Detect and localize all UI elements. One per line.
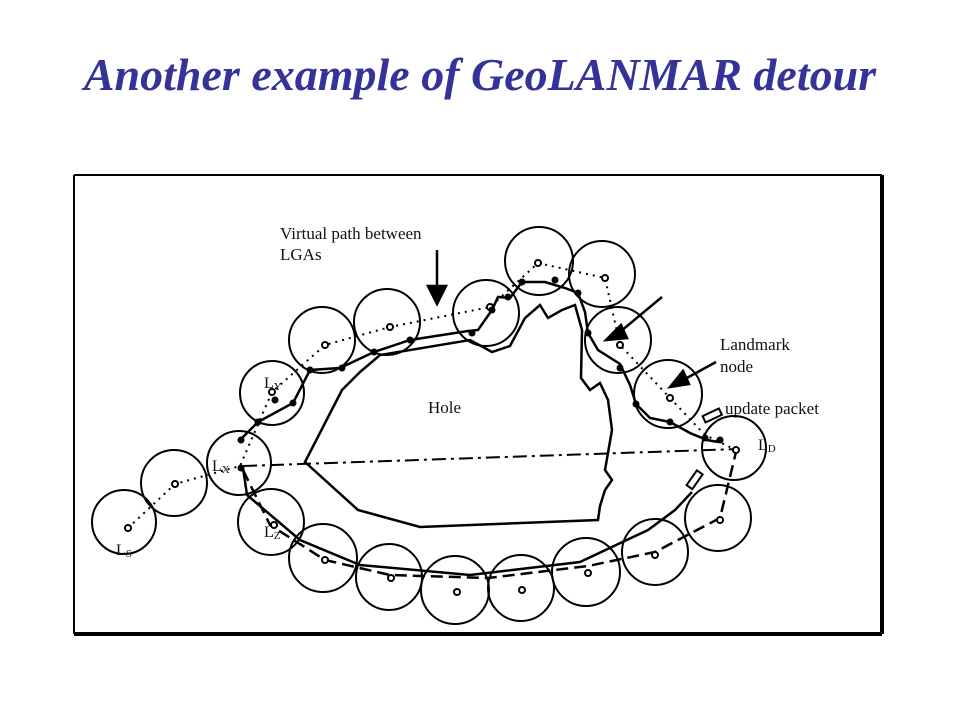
ld-label: LD [758, 437, 776, 455]
network-nodes [237, 276, 724, 472]
update-packet-icons [685, 407, 724, 491]
landmark-centers [124, 259, 740, 596]
update-packet-label: update packet [725, 399, 819, 418]
hole-boundary [303, 303, 614, 529]
lz-label: LZ [264, 524, 281, 542]
lx-ld-dashdot-line [242, 448, 739, 467]
lx-label: LX [212, 458, 230, 476]
landmark-node-label-line2: node [720, 357, 753, 376]
detour-path [241, 451, 738, 580]
ls-label: LS [116, 542, 132, 560]
inner-boundary [239, 280, 719, 444]
virtual-path-label-line2: LGAs [280, 245, 322, 264]
hole-label: Hole [428, 398, 461, 417]
slide-title: Another example of GeoLANMAR detour [83, 49, 877, 100]
outer-arc [241, 467, 693, 577]
virtual-path-label-line1: Virtual path between [280, 224, 422, 243]
figure-frame [73, 174, 884, 636]
radio-range-circles [91, 226, 767, 625]
landmark-node-label-line1: Landmark [720, 335, 790, 354]
pointer-arrows [425, 250, 717, 389]
ly-label: LY [264, 375, 282, 393]
